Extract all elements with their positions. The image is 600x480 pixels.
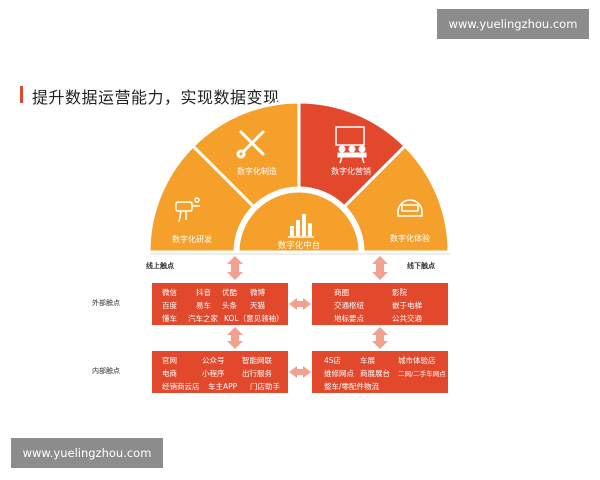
helmet-icon [397, 199, 423, 217]
item: 维修网点 [324, 369, 354, 378]
segment-experience [342, 143, 451, 254]
item: 整车/零配件物流 [324, 382, 380, 391]
box-external-online: 微信 抖音 优酷 微博 百度 易车 头条 天猫 懂车 汽车之家 KOL（意见领袖… [152, 283, 288, 325]
item: 头条 [222, 301, 237, 310]
connector-external [289, 298, 311, 310]
item: 出行服务 [242, 369, 272, 378]
item: 汽车之家 [188, 314, 218, 323]
segment-label-marketing: 数字化营销 [331, 166, 371, 176]
tools-icon [236, 130, 265, 159]
item: 抖音 [196, 288, 211, 297]
item: 小程序 [202, 369, 225, 378]
box-internal-online: 官网 公众号 智能网联 电商 小程序 出行服务 经销商云店 车主APP 门店助手 [152, 351, 288, 393]
connector-internal [289, 366, 311, 378]
watermark-top: www.yuelingzhou.com [437, 9, 589, 39]
item: 嵌于电梯 [392, 301, 422, 310]
item: 易车 [196, 301, 211, 310]
item: 公众号 [202, 356, 225, 365]
item: 懂车 [162, 314, 177, 323]
segment-label-experience: 数字化体验 [390, 233, 430, 243]
item: KOL（意见领袖） [224, 314, 284, 323]
watermark-bottom: www.yuelingzhou.com [11, 438, 163, 468]
arrow-offline-middle [372, 327, 388, 349]
item: 经销商云店 [162, 382, 200, 391]
item: 车展 [360, 356, 375, 365]
item: 天猫 [250, 301, 265, 310]
item: 二网/二手车网点 [398, 370, 446, 378]
item: 智能网联 [242, 356, 272, 365]
label-external-touchpoints: 外部触点 [92, 299, 120, 307]
arrow-offline-top [372, 256, 388, 280]
item: 门店助手 [250, 382, 280, 391]
label-offline-touchpoints: 线下触点 [407, 262, 435, 270]
item: 城市体验店 [398, 356, 436, 365]
item: 商展展台 [360, 369, 390, 378]
title-accent-bar [20, 86, 23, 103]
item: 公共交通 [392, 314, 422, 323]
segment-label-manufacturing: 数字化制造 [237, 166, 277, 176]
item: 微博 [250, 288, 265, 297]
item: 电商 [162, 369, 177, 378]
arrow-online-top [227, 256, 243, 280]
page-title: 提升数据运营能力，实现数据变现 [32, 88, 280, 107]
item: 影院 [392, 288, 407, 297]
presentation-icon [335, 126, 367, 164]
box-external-offline: 商圈 影院 交通枢纽 嵌于电梯 地标要点 公共交通 [312, 283, 448, 325]
item: 车主APP [208, 382, 238, 391]
bar-chart-icon [288, 214, 314, 238]
arrow-online-middle [227, 327, 243, 349]
item: 商圈 [334, 288, 349, 297]
item: 交通枢纽 [334, 301, 364, 310]
box-internal-offline: 4S店 车展 城市体验店 维修网点 商展展台 二网/二手车网点 整车/零配件物流 [312, 351, 448, 393]
item: 优酷 [222, 288, 237, 297]
item: 百度 [162, 301, 177, 310]
label-internal-touchpoints: 内部触点 [92, 367, 120, 375]
item: 4S店 [324, 356, 342, 365]
drill-icon [175, 197, 200, 223]
item: 官网 [162, 356, 177, 365]
label-online-touchpoints: 线上触点 [146, 262, 174, 270]
segment-label-rd: 数字化研发 [172, 234, 212, 244]
hub-center-label: 数字化中台 [278, 240, 321, 251]
item: 地标要点 [334, 314, 364, 323]
item: 微信 [162, 288, 177, 297]
